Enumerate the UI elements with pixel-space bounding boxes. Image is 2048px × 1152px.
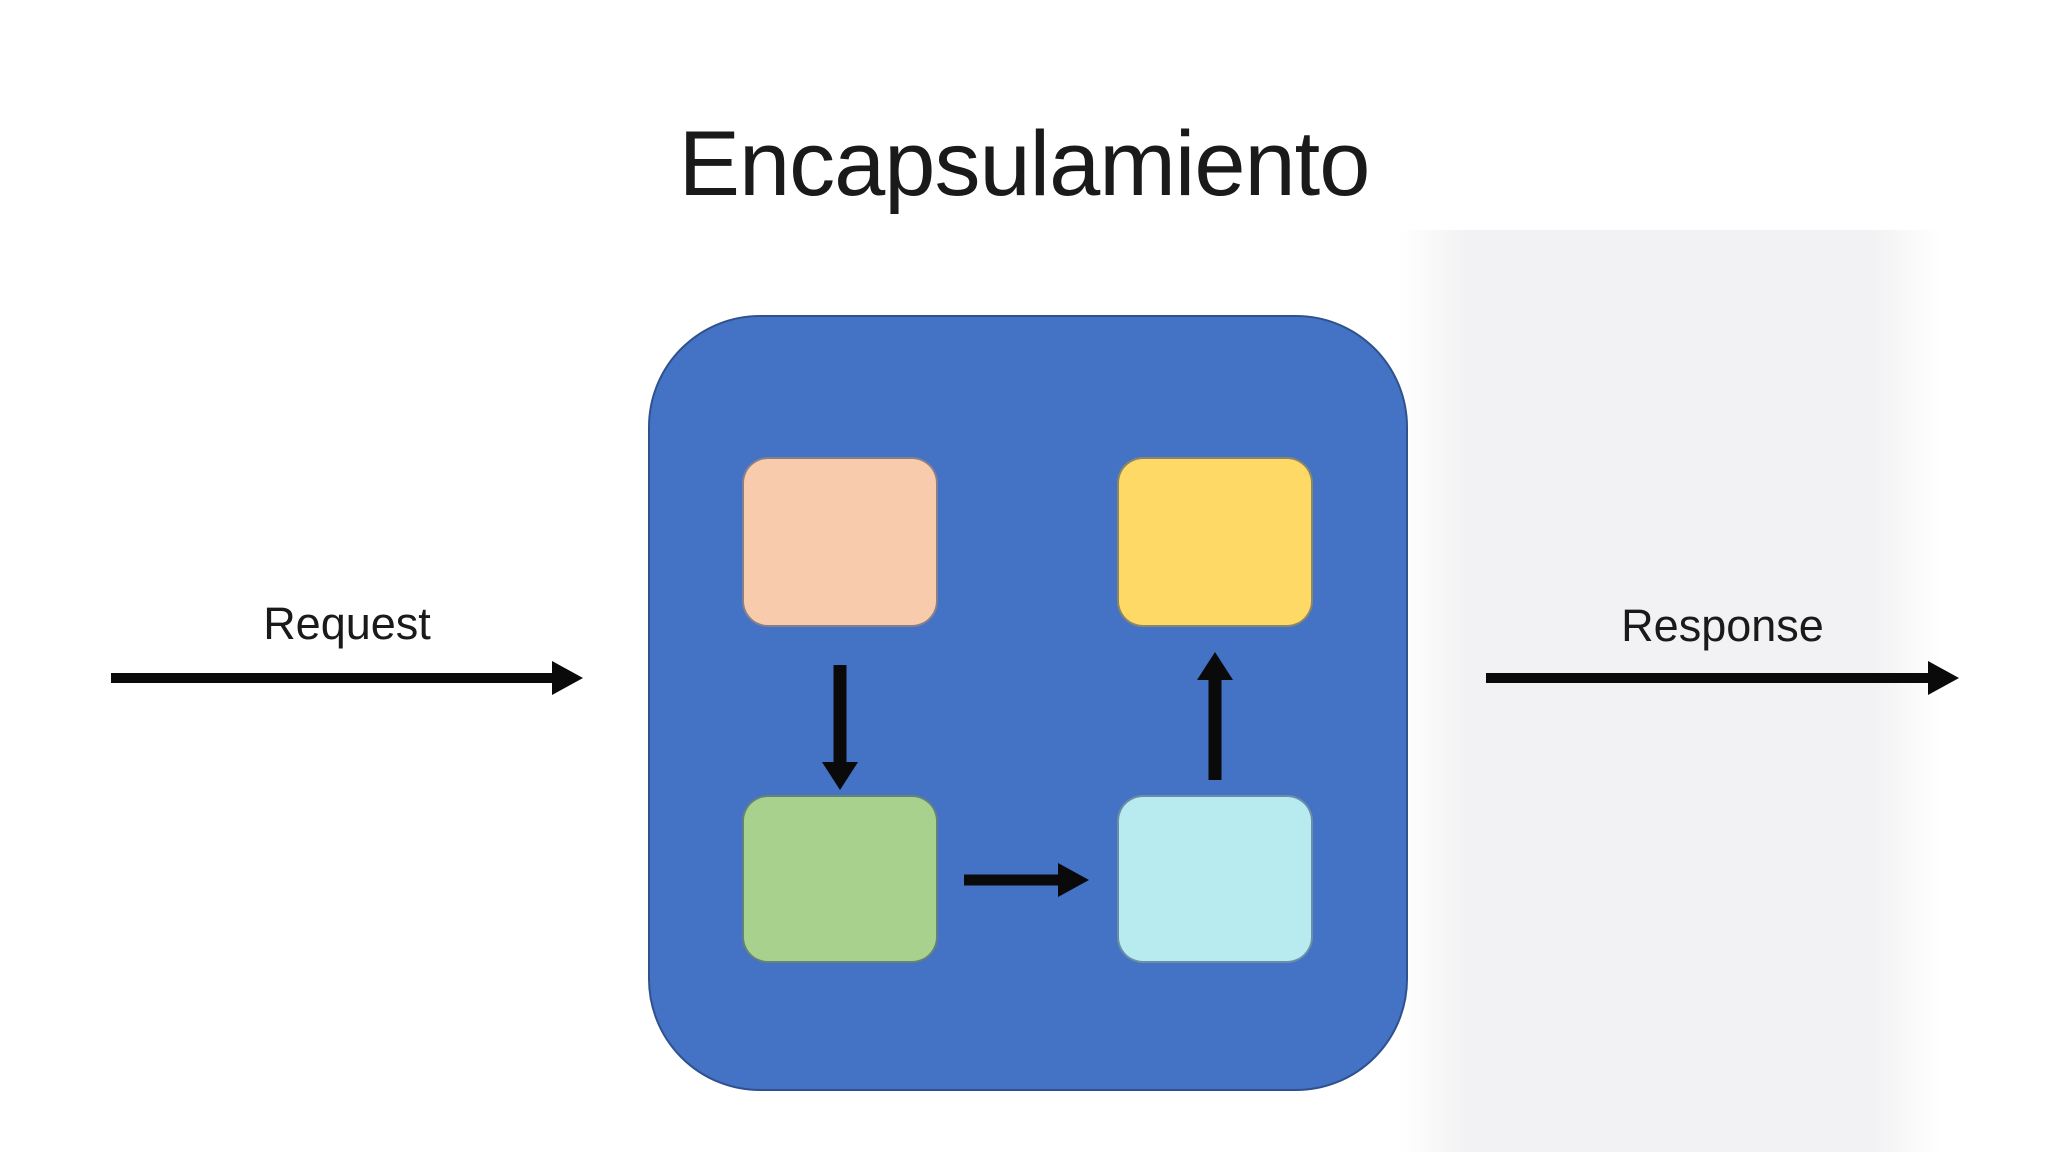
encapsulation-container: [648, 315, 1408, 1091]
arrow-up-icon: [1197, 652, 1233, 780]
response-arrow-head: [1928, 661, 1959, 695]
request-arrow-icon: [111, 660, 583, 696]
node-bottom-right: [1117, 795, 1313, 963]
arrow-right-icon: [964, 863, 1089, 897]
arrow-down-icon: [822, 665, 858, 790]
request-label: Request: [263, 598, 431, 649]
node-top-right: [1117, 457, 1313, 627]
arrow-down-shaft: [833, 665, 847, 766]
node-top-left: [742, 457, 938, 627]
response-label: Response: [1621, 600, 1824, 651]
response-arrow-icon: [1486, 660, 1959, 696]
arrow-down-head: [822, 762, 858, 790]
response-arrow-shaft: [1486, 673, 1933, 683]
arrow-right-head: [1058, 863, 1089, 897]
node-bottom-left: [742, 795, 938, 963]
arrow-up-shaft: [1208, 676, 1222, 780]
page-title: Encapsulamiento: [678, 113, 1371, 215]
request-arrow-head: [552, 661, 583, 695]
request-arrow-shaft: [111, 673, 557, 683]
arrow-right-shaft: [964, 874, 1063, 886]
arrow-up-head: [1197, 652, 1233, 680]
